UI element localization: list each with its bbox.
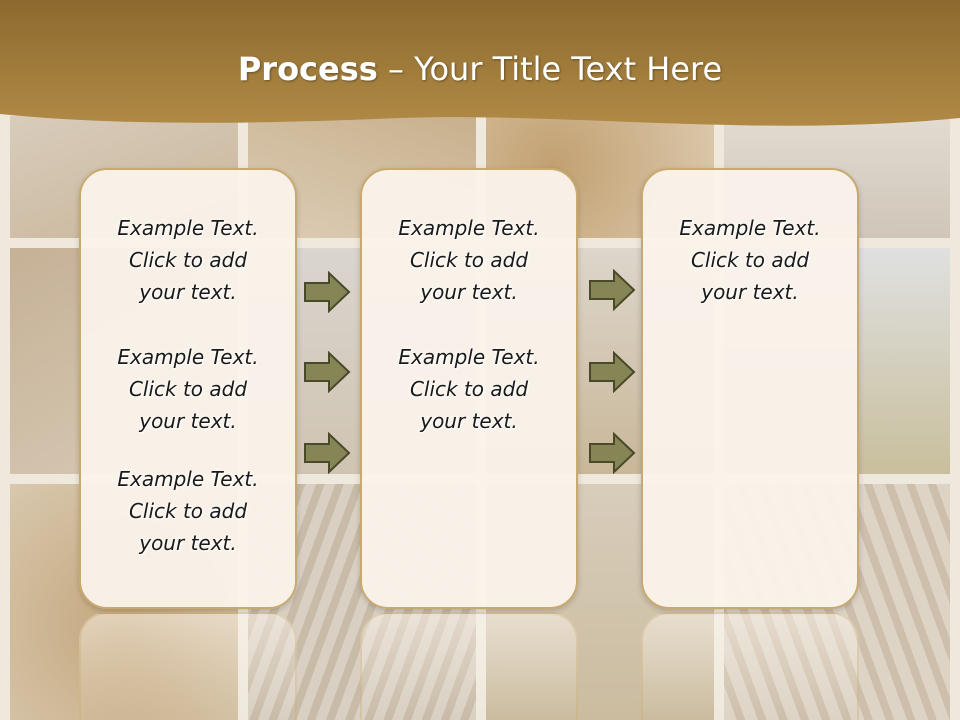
text-box-1[interactable]: Example Text. Click to add your text. Ex…: [79, 168, 297, 609]
box-2-text-2[interactable]: Example Text. Click to add your text.: [398, 345, 540, 433]
right-arrow-icon[interactable]: [588, 351, 636, 393]
right-arrow-icon[interactable]: [303, 271, 351, 313]
box-1-text-1[interactable]: Example Text. Click to add your text.: [117, 216, 259, 304]
box-1-text-3[interactable]: Example Text. Click to add your text.: [117, 467, 259, 555]
box-3-text-1[interactable]: Example Text. Click to add your text.: [679, 216, 821, 304]
header-band: [0, 0, 960, 126]
title-bold: Process: [237, 50, 378, 88]
text-box-3[interactable]: Example Text. Click to add your text.: [641, 168, 859, 609]
title-rest: – Your Title Text Here: [377, 50, 723, 88]
right-arrow-icon[interactable]: [588, 432, 636, 474]
right-arrow-icon[interactable]: [303, 432, 351, 474]
right-arrow-icon[interactable]: [588, 269, 636, 311]
slide-title[interactable]: Process – Your Title Text Here: [0, 50, 960, 88]
right-arrow-icon[interactable]: [303, 351, 351, 393]
box-1-reflection: [79, 612, 297, 720]
box-1-text-2[interactable]: Example Text. Click to add your text.: [117, 345, 259, 433]
box-2-reflection: [360, 612, 578, 720]
text-box-2[interactable]: Example Text. Click to add your text. Ex…: [360, 168, 578, 609]
box-3-reflection: [641, 612, 859, 720]
box-2-text-1[interactable]: Example Text. Click to add your text.: [398, 216, 540, 304]
